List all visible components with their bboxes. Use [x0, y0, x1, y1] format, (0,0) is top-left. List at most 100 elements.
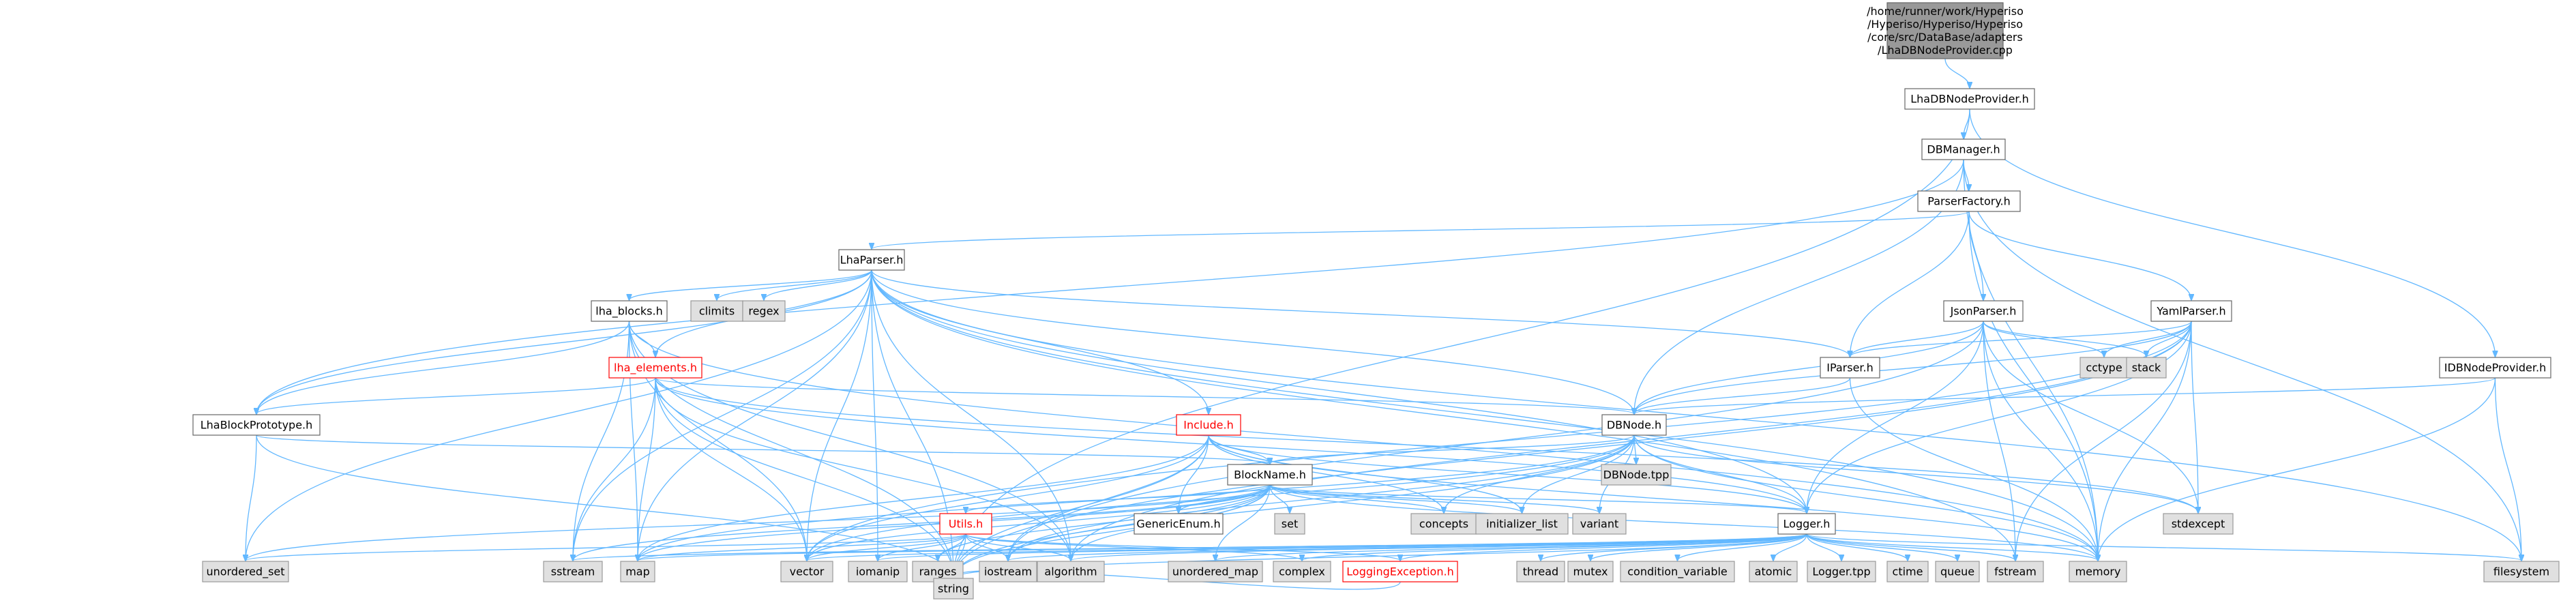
- node-set[interactable]: set: [1274, 513, 1305, 535]
- node-algorithm[interactable]: algorithm: [1037, 561, 1105, 582]
- node-yamlparser-h[interactable]: YamlParser.h: [2150, 300, 2232, 322]
- node-stdexcept[interactable]: stdexcept: [2163, 513, 2234, 535]
- edge-blockname_h-to-concepts: [1269, 484, 1444, 513]
- node-label: ranges: [919, 565, 957, 578]
- node-variant[interactable]: variant: [1572, 513, 1627, 535]
- node-mutex[interactable]: mutex: [1567, 561, 1614, 582]
- node-genericenum-h[interactable]: GenericEnum.h: [1134, 513, 1224, 535]
- node-box: [2150, 300, 2232, 322]
- edge-idbnodeprovider_h-to-dbnode_h: [1634, 377, 2496, 414]
- edge-include_h-to-string: [953, 434, 1209, 578]
- nodes-layer: /home/runner/work/Hyperiso/Hyperiso/Hype…: [192, 2, 2560, 600]
- node-label: /Hyperiso/Hyperiso/Hyperiso: [1867, 18, 2023, 31]
- node-ctime[interactable]: ctime: [1886, 561, 1929, 582]
- node-lha-blocks-h[interactable]: lha_blocks.h: [591, 300, 668, 322]
- node-label: iostream: [984, 565, 1032, 578]
- node-iostream[interactable]: iostream: [979, 561, 1037, 582]
- node-label: DBNode.tpp: [1603, 469, 1670, 482]
- node-condition-variable[interactable]: condition_variable: [1620, 561, 1735, 582]
- edge-lhaparser_h-to-logger_h: [871, 269, 1807, 513]
- node-vector[interactable]: vector: [780, 561, 833, 582]
- edge-yamlparser_h-to-memory: [2098, 321, 2192, 561]
- node-label: LhaDBNodeProvider.h: [1910, 93, 2029, 106]
- node-map[interactable]: map: [620, 561, 655, 582]
- node-lhaparser-h[interactable]: LhaParser.h: [838, 249, 905, 271]
- node-fstream[interactable]: fstream: [1987, 561, 2044, 582]
- node-iomanip[interactable]: iomanip: [848, 561, 908, 582]
- node-label: lha_elements.h: [614, 361, 697, 375]
- node-lhadbnodeprovider-h[interactable]: LhaDBNodeProvider.h: [1904, 88, 2035, 110]
- node-filesystem[interactable]: filesystem: [2483, 561, 2560, 582]
- node-memory[interactable]: memory: [2069, 561, 2127, 582]
- node-lhablockprototype-h[interactable]: LhaBlockPrototype.h: [192, 414, 321, 436]
- node-box: [1601, 464, 1672, 486]
- node-cctype[interactable]: cctype: [2079, 357, 2129, 379]
- node-sstream[interactable]: sstream: [543, 561, 603, 582]
- node-box: [1987, 561, 2044, 582]
- edge-blockname_h-to-unordered_set: [246, 484, 1271, 561]
- node-label: ctime: [1893, 565, 1923, 578]
- edge-dbmanager_h-to-filesystem: [1963, 159, 2521, 561]
- node-dbnode-h[interactable]: DBNode.h: [1601, 414, 1667, 436]
- node-box: [1749, 561, 1798, 582]
- edge-logger_h-to-loggingexception_h: [1400, 533, 1807, 561]
- edge-jsonparser_h-to-cctype: [1983, 321, 2104, 357]
- edge-yamlparser_h-to-stdexcept: [2191, 321, 2198, 513]
- node-idbnodeprovider-h[interactable]: IDBNodeProvider.h: [2439, 357, 2551, 379]
- edge-lhaparser_h-to-map: [638, 269, 872, 561]
- edge-parserfactory_h-to-memory: [1968, 211, 2098, 561]
- node-box: [2069, 561, 2127, 582]
- node-concepts[interactable]: concepts: [1410, 513, 1477, 535]
- node-include-h[interactable]: Include.h: [1176, 414, 1241, 436]
- edge-dbnode_h-to-blockname_h: [1270, 434, 1635, 464]
- node-atomic[interactable]: atomic: [1749, 561, 1798, 582]
- node-box: [780, 561, 833, 582]
- node-lha-elements-h[interactable]: lha_elements.h: [608, 357, 702, 379]
- node-parserfactory-h[interactable]: ParserFactory.h: [1917, 190, 2021, 212]
- node-label: iomanip: [856, 565, 900, 578]
- node-queue[interactable]: queue: [1935, 561, 1980, 582]
- edge-dbmanager_h-to-lhablockprototype_h: [256, 159, 1964, 414]
- node-box: [1168, 561, 1263, 582]
- node-initializer-list[interactable]: initializer_list: [1475, 513, 1569, 535]
- node-stack[interactable]: stack: [2126, 357, 2167, 379]
- node-root[interactable]: /home/runner/work/Hyperiso/Hyperiso/Hype…: [1867, 2, 2024, 59]
- node-dbnode-tpp[interactable]: DBNode.tpp: [1601, 464, 1672, 486]
- node-label: set: [1282, 518, 1298, 531]
- node-climits[interactable]: climits: [690, 300, 743, 322]
- edge-lhaparser_h-to-regex: [764, 269, 872, 300]
- node-logger-h[interactable]: Logger.h: [1777, 513, 1836, 535]
- node-iparser-h[interactable]: IParser.h: [1820, 357, 1880, 379]
- node-dbmanager-h[interactable]: DBManager.h: [1921, 138, 2006, 160]
- edge-lhaparser_h-to-unordered_set: [246, 269, 872, 561]
- edge-jsonparser_h-to-stdexcept: [1983, 321, 2198, 513]
- edge-lha_elements_h-to-lhablockprototype_h: [256, 377, 656, 414]
- node-complex[interactable]: complex: [1273, 561, 1331, 582]
- node-label: atomic: [1755, 565, 1792, 578]
- node-box: [1410, 513, 1477, 535]
- node-loggingexception-h[interactable]: LoggingException.h: [1342, 561, 1458, 582]
- node-box: [1274, 513, 1305, 535]
- edge-utils_h-to-ranges: [938, 533, 966, 561]
- node-thread[interactable]: thread: [1516, 561, 1565, 582]
- node-unordered-set[interactable]: unordered_set: [202, 561, 289, 582]
- node-blockname-h[interactable]: BlockName.h: [1227, 464, 1313, 486]
- node-box: [2163, 513, 2234, 535]
- edge-lhaparser_h-to-sstream: [573, 269, 872, 561]
- node-string[interactable]: string: [933, 578, 974, 600]
- node-label: Logger.h: [1783, 518, 1831, 531]
- node-label: GenericEnum.h: [1136, 518, 1220, 531]
- edge-dbnode_h-to-map: [638, 434, 1635, 561]
- node-label: stack: [2132, 361, 2161, 374]
- node-unordered-map[interactable]: unordered_map: [1168, 561, 1263, 582]
- node-regex[interactable]: regex: [742, 300, 786, 322]
- edge-dbnode_h-to-iostream: [1008, 434, 1635, 561]
- node-logger-tpp[interactable]: Logger.tpp: [1807, 561, 1876, 582]
- node-box: [690, 300, 743, 322]
- node-label: Include.h: [1183, 419, 1233, 432]
- node-utils-h[interactable]: Utils.h: [939, 513, 992, 535]
- edge-jsonparser_h-to-iparser_h: [1850, 321, 1984, 357]
- node-jsonparser-h[interactable]: JsonParser.h: [1943, 300, 2024, 322]
- node-box: [2126, 357, 2167, 379]
